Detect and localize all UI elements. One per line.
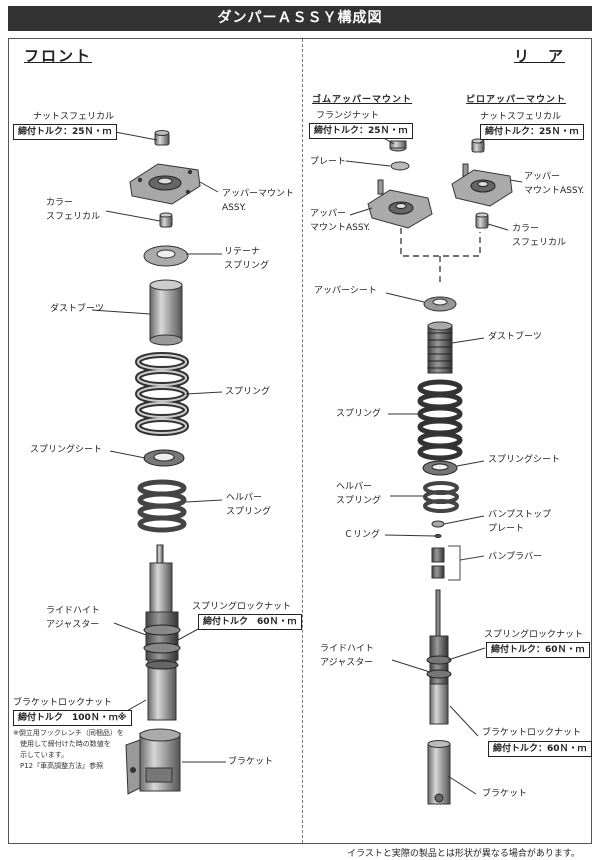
rear-dust-boots-label: ダストブーツ: [488, 332, 542, 342]
rear-bracket-part: [427, 740, 451, 805]
rear-pillow-mount-heading: ピロアッパーマウント: [466, 95, 567, 105]
rear-rubber-upper-mount-label: アッパー マウントASSY.: [310, 209, 371, 233]
front-retainer-spring-label: リテーナ スプリング: [224, 247, 270, 271]
rear-bracket-lock-torque-box: 締付トルク：60Ｎ・ｍ: [488, 741, 592, 757]
rear-c-ring-label: Ｃリング: [344, 530, 381, 540]
front-dust-boots-part: [149, 279, 183, 346]
rear-nut-spherical-part: [471, 138, 485, 153]
diagram-title: ダンパーＡＳＳＹ構成図: [8, 6, 592, 31]
rear-spring-lock-nut-label: スプリングロックナット: [484, 630, 584, 640]
rear-spring-part: [417, 379, 463, 461]
rear-spring-lock-torque-box: 締付トルク：60Ｎ・ｍ: [486, 642, 590, 658]
front-heading: フロント: [24, 47, 93, 65]
front-nut-spherical-label: ナットスフェリカル: [33, 112, 115, 122]
disclaimer-footer: イラストと実際の製品とは形状が異なる場合があります。: [347, 849, 580, 859]
front-upper-mount-label: アッパーマウント ASSY.: [222, 189, 295, 213]
section-divider: [302, 39, 303, 843]
rear-c-ring-part: [434, 534, 442, 538]
front-bracket-label: ブラケット: [228, 757, 274, 767]
rear-plate-part: [390, 161, 410, 171]
rear-pillow-upper-mount-label: アッパー マウントASSY.: [524, 172, 585, 196]
rear-bump-stop-plate-part: [431, 520, 445, 528]
front-nut-torque-box: 締付トルク：25Ｎ・ｍ: [13, 124, 117, 140]
diagram-frame: [8, 38, 592, 844]
front-helper-spring-label: ヘルパー スプリング: [226, 493, 272, 517]
rear-ride-height-adjuster-label: ライドハイト アジャスター: [320, 644, 374, 668]
rear-rubber-mount-heading: ゴムアッパーマウント: [312, 95, 413, 105]
rear-helper-spring-label: ヘルパー スプリング: [336, 482, 382, 506]
front-collar-spherical-label: カラー スフェリカル: [46, 198, 101, 222]
front-bracket-part: [125, 728, 181, 795]
rear-helper-spring-part: [423, 481, 459, 513]
front-spring-seat-label: スプリングシート: [30, 445, 103, 455]
rear-bracket-label: ブラケット: [482, 789, 528, 799]
rear-collar-spherical-part: [475, 212, 489, 229]
front-spring-seat-part: [143, 449, 185, 467]
rear-upper-seat-label: アッパーシート: [314, 286, 377, 296]
rear-heading: リ ア: [514, 47, 566, 65]
front-upper-mount-part: [129, 163, 201, 205]
rear-flange-torque-box: 締付トルク：25Ｎ・ｍ: [309, 123, 413, 139]
rear-pillow-upper-mount-part: [451, 163, 513, 207]
front-hook-wrench-note: ※倒立用フックレンチ（同梱品）を 使用して締付けた時の数値を 示しています。 P…: [13, 729, 124, 770]
rear-spring-seat-part: [422, 460, 458, 476]
front-ride-height-adjuster-label: ライドハイト アジャスター: [46, 606, 100, 630]
rear-bracket-lock-nut-label: ブラケットロックナット: [482, 728, 582, 738]
rear-plate-label: プレート: [310, 157, 347, 167]
front-spring-label: スプリング: [225, 387, 271, 397]
rear-upper-seat-part: [423, 296, 457, 312]
rear-bump-rubber-label: バンプラバー: [488, 552, 543, 562]
front-nut-spherical-part: [154, 130, 170, 146]
front-dust-boots-label: ダストブーツ: [50, 304, 104, 314]
rear-flange-nut-part: [389, 140, 407, 152]
rear-damper-body-part: [426, 589, 452, 725]
rear-rubber-upper-mount-part: [367, 179, 433, 229]
front-bracket-lock-nut-label: ブラケットロックナット: [13, 698, 113, 708]
rear-nut-torque-box: 締付トルク：25Ｎ・ｍ: [480, 124, 584, 140]
rear-spring-seat-label: スプリングシート: [488, 455, 561, 465]
rear-nut-spherical-label: ナットスフェリカル: [480, 112, 562, 122]
front-damper-body-part: [143, 544, 181, 721]
rear-flange-nut-label: フランジナット: [316, 111, 380, 121]
rear-bump-rubber-part: [431, 547, 445, 579]
front-bracket-lock-torque-box: 締付トルク 100Ｎ・ｍ※: [13, 710, 132, 726]
rear-spring-label: スプリング: [336, 409, 382, 419]
front-spring-lock-nut-label: スプリングロックナット: [192, 602, 292, 612]
front-collar-spherical-part: [159, 212, 173, 228]
rear-collar-spherical-label: カラー スフェリカル: [512, 224, 567, 248]
rear-bump-stop-plate-label: バンプストップ プレート: [488, 510, 552, 534]
front-helper-spring-part: [137, 479, 187, 533]
front-spring-lock-torque-box: 締付トルク 60Ｎ・ｍ: [198, 614, 302, 630]
front-retainer-spring-part: [143, 245, 189, 267]
